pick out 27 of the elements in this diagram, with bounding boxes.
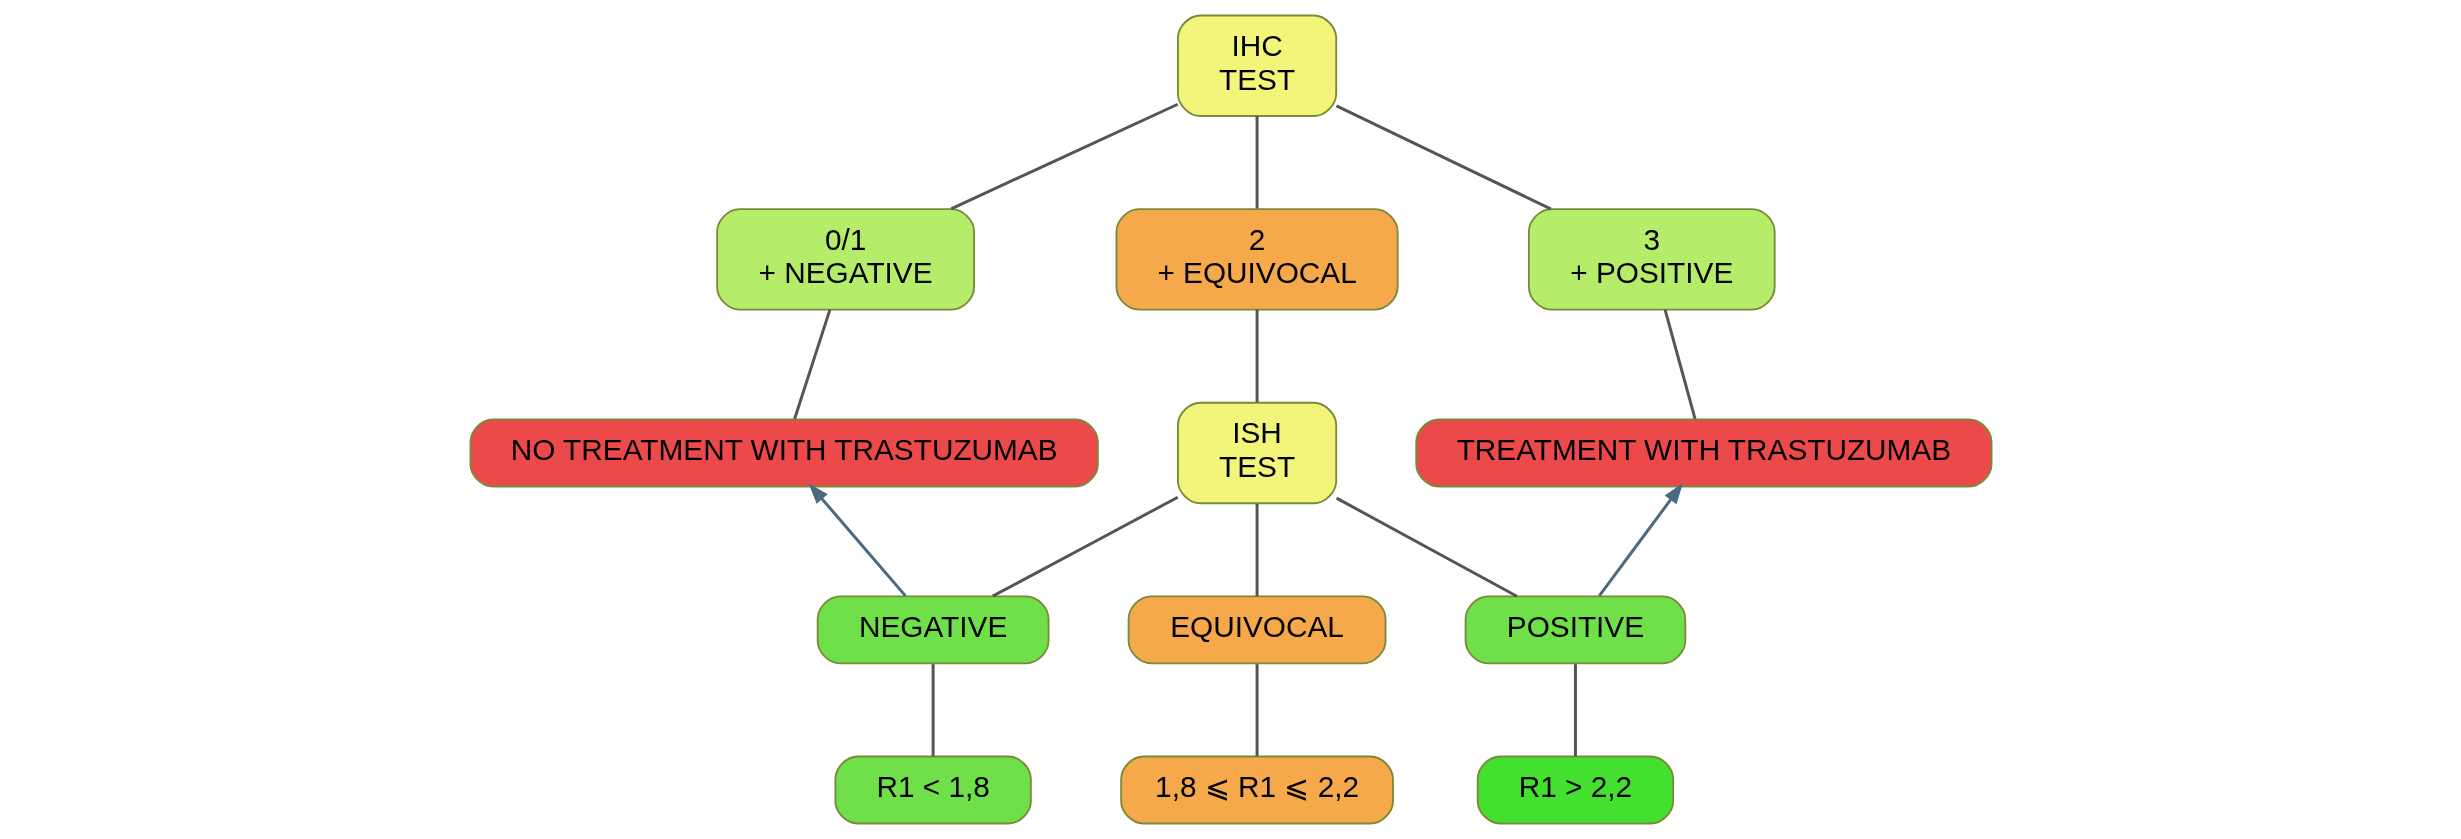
connector — [1663, 309, 1696, 420]
node-box: POSITIVE — [1464, 595, 1686, 665]
connector — [792, 309, 831, 420]
connector — [1255, 504, 1259, 597]
connector — [931, 664, 935, 757]
arrow — [1597, 483, 1683, 597]
connector — [991, 495, 1178, 598]
connector — [950, 102, 1178, 211]
connector — [1255, 309, 1259, 403]
node-box: 2 + EQUIVOCAL — [1115, 208, 1399, 311]
connector — [1335, 496, 1518, 598]
node-box: EQUIVOCAL — [1127, 595, 1386, 665]
node-box: 1,8 ⩽ R1 ⩽ 2,2 — [1119, 755, 1394, 825]
connector — [1335, 104, 1551, 211]
node-box: R1 > 2,2 — [1476, 755, 1674, 825]
arrow — [808, 483, 907, 597]
node-box: R1 < 1,8 — [833, 755, 1032, 825]
node-box: TREATMENT WITH TRASTUZUMAB — [1414, 418, 1992, 488]
node-box: ISH TEST — [1176, 401, 1337, 505]
node-box: NO TREATMENT WITH TRASTUZUMAB — [469, 418, 1099, 488]
node-box: 3 + POSITIVE — [1527, 208, 1776, 311]
node-box: IHC TEST — [1176, 14, 1337, 117]
connector — [1255, 664, 1259, 757]
node-box: NEGATIVE — [816, 595, 1049, 665]
connector — [1573, 664, 1577, 757]
connector — [1255, 116, 1259, 209]
node-box: 0/1 + NEGATIVE — [715, 208, 975, 311]
